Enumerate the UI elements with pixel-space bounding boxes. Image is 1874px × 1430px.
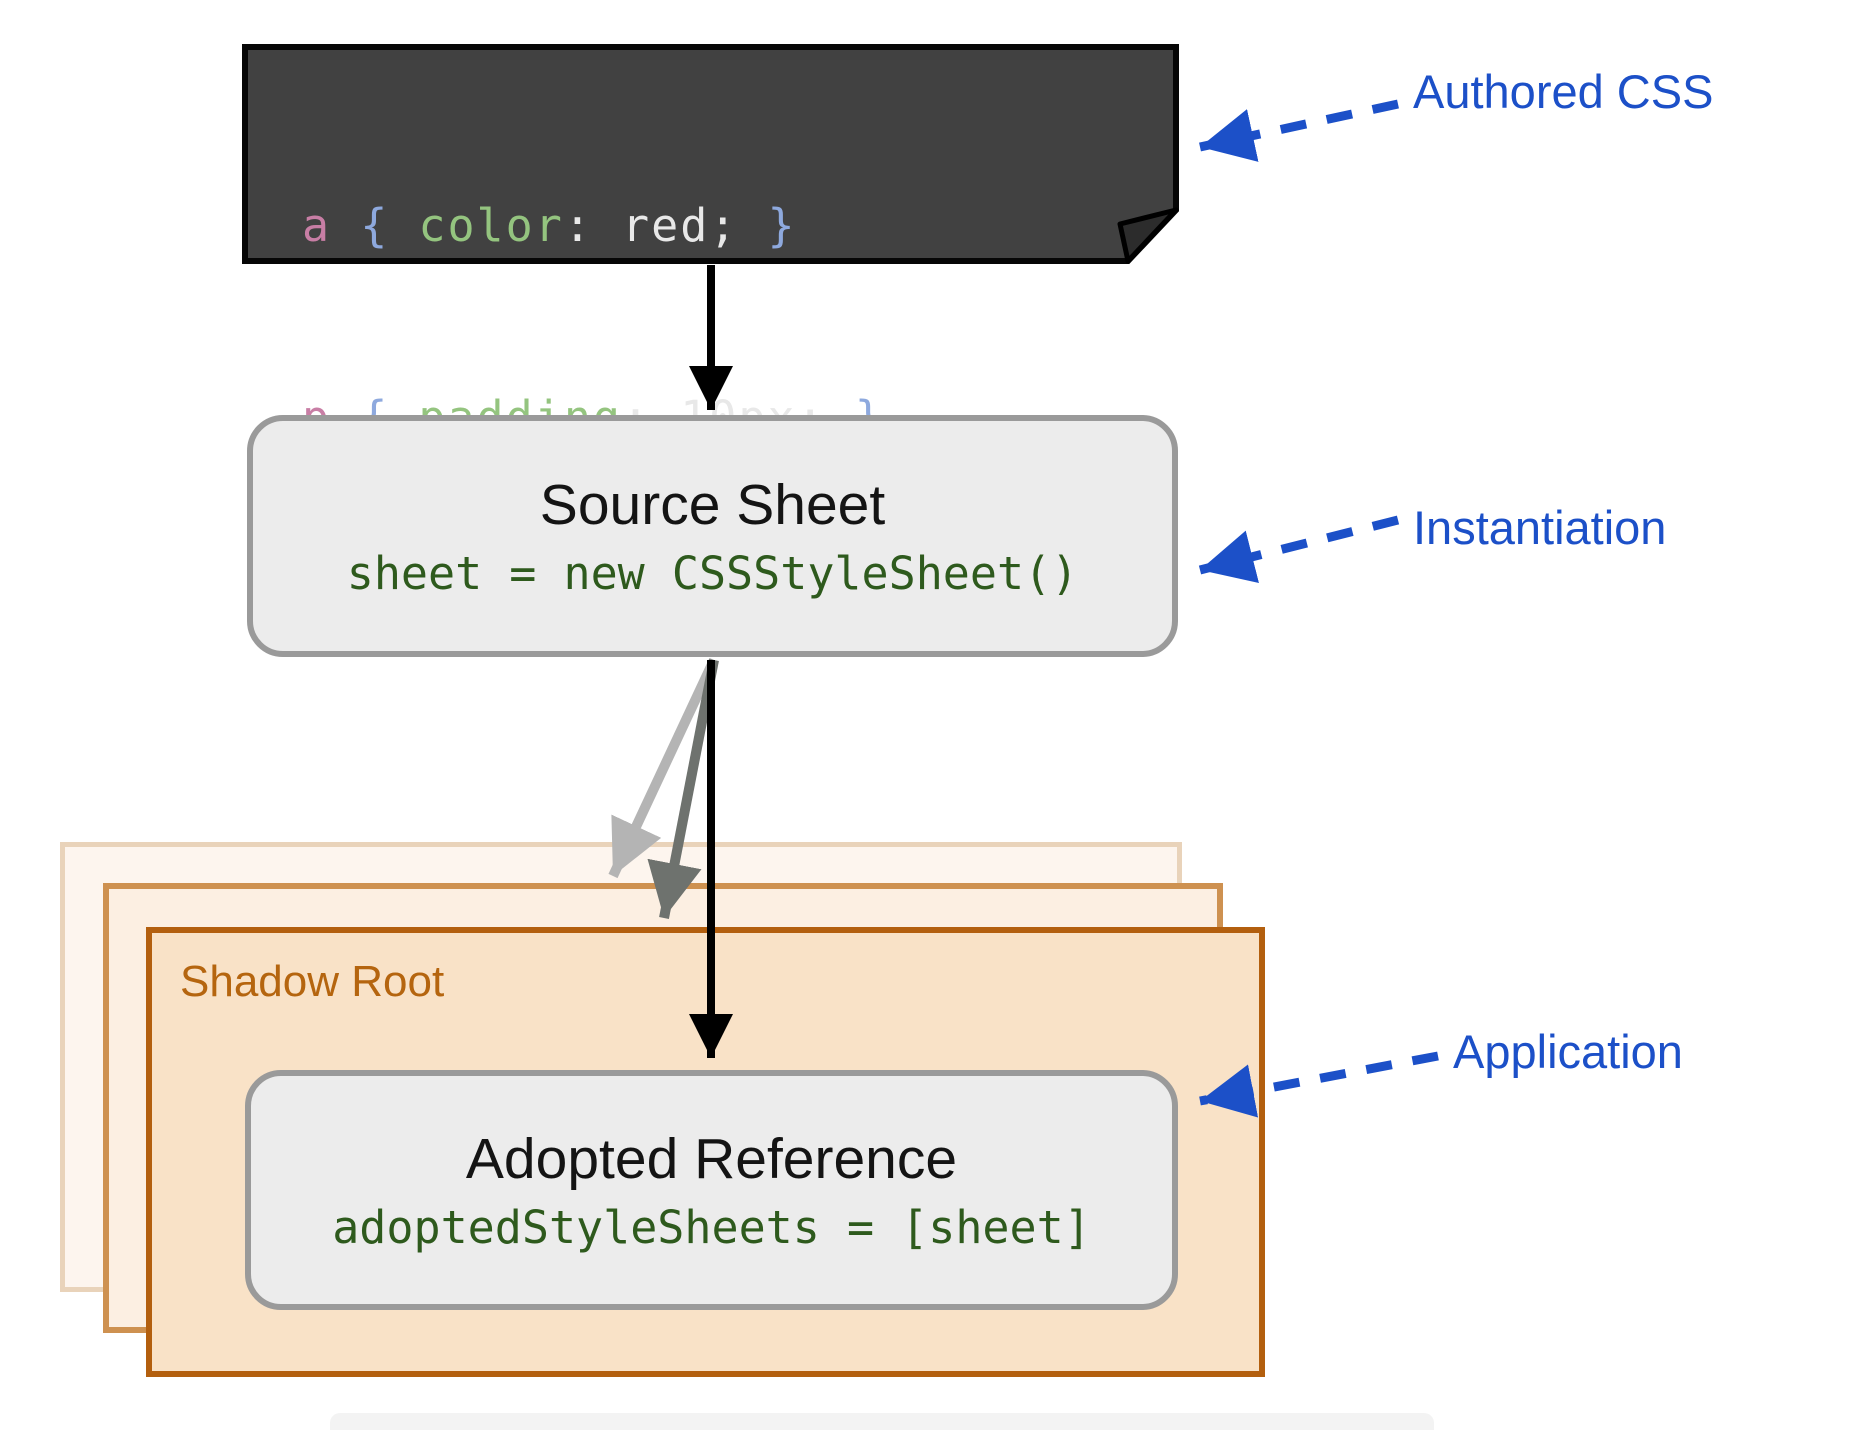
- adopted-reference-code: adoptedStyleSheets = [sheet]: [332, 1200, 1091, 1254]
- source-sheet-title: Source Sheet: [539, 472, 886, 537]
- application-label: Application: [1453, 1025, 1683, 1078]
- partial-bottom-element: [330, 1413, 1434, 1430]
- annotation-arrow-instantiation: [1198, 515, 1400, 583]
- source-sheet-code: sheet = new CSSStyleSheet(): [346, 546, 1079, 600]
- instantiation-label: Instantiation: [1413, 501, 1667, 554]
- source-sheet-box: Source Sheet sheet = new CSSStyleSheet(): [247, 415, 1178, 657]
- brace-token: }: [767, 199, 797, 252]
- adopted-reference-box: Adopted Reference adoptedStyleSheets = […: [245, 1070, 1178, 1310]
- css-property-token: color: [418, 199, 564, 252]
- css-code-line-1: a { color: red; }: [302, 194, 1162, 258]
- shadow-root-box: Shadow Root Adopted Reference adoptedSty…: [146, 927, 1265, 1377]
- adopted-reference-title: Adopted Reference: [465, 1126, 958, 1191]
- shadow-root-label: Shadow Root: [180, 957, 445, 1006]
- annotation-arrow-authored: [1199, 99, 1399, 162]
- brace-token: {: [360, 199, 419, 252]
- css-selector-token: a: [302, 199, 361, 252]
- authored-css-label: Authored CSS: [1413, 65, 1714, 118]
- css-value-token: : red;: [563, 199, 768, 252]
